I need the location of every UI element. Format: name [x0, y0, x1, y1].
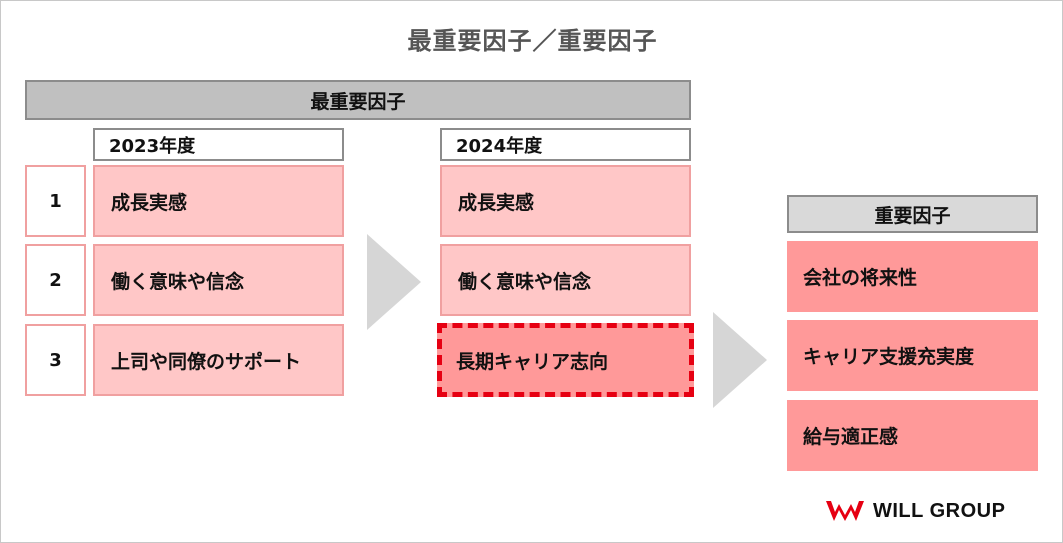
arrow-right-icon: [713, 312, 767, 408]
factor-2023-1: 成長実感: [93, 165, 344, 237]
factor-2023-2: 働く意味や信念: [93, 244, 344, 316]
rank-1: 1: [25, 165, 86, 237]
factor-2024-3-highlighted: 長期キャリア志向: [437, 323, 694, 397]
rank-3: 3: [25, 324, 86, 396]
will-group-mark-icon: [826, 501, 864, 521]
arrow-right-icon: [367, 234, 421, 330]
will-group-logo: WILL GROUP: [825, 496, 1005, 526]
rank-2: 2: [25, 244, 86, 316]
year-2023-header: 2023年度: [93, 128, 344, 161]
factor-2024-1: 成長実感: [440, 165, 691, 237]
important-header: 重要因子: [787, 195, 1038, 233]
important-factor-2: キャリア支援充実度: [787, 320, 1038, 391]
year-2024-header: 2024年度: [440, 128, 691, 161]
most-important-header: 最重要因子: [25, 80, 691, 120]
factor-2023-3: 上司や同僚のサポート: [93, 324, 344, 396]
important-factor-1: 会社の将来性: [787, 241, 1038, 312]
factor-2024-2: 働く意味や信念: [440, 244, 691, 316]
diagram-title: 最重要因子／重要因子: [407, 27, 658, 55]
logo-text: WILL GROUP: [873, 499, 1006, 522]
important-factor-3: 給与適正感: [787, 400, 1038, 471]
